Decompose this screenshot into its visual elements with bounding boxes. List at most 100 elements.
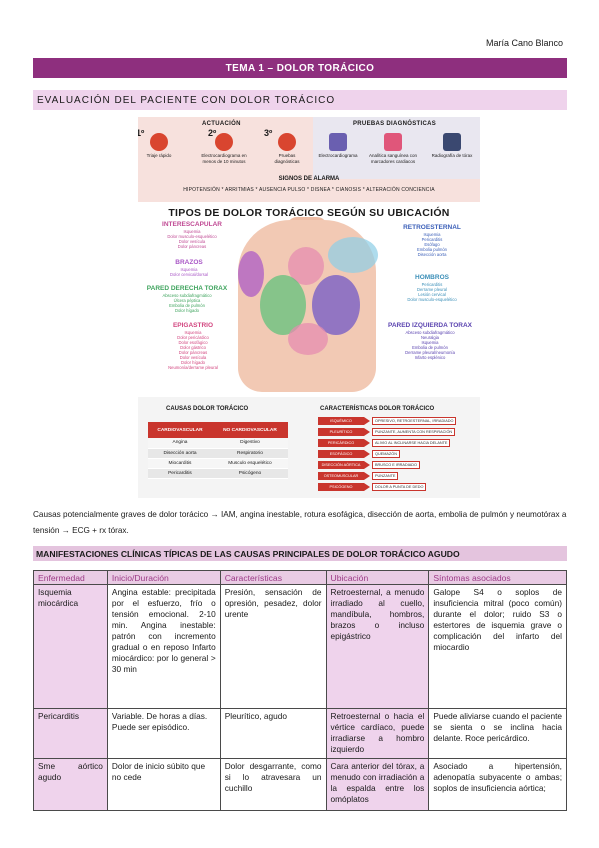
region-title: INTERESCAPULAR: [162, 221, 222, 228]
prueba-ecg: Electrocardiograma: [316, 133, 360, 159]
table-cell: Dolor de inicio súbito que no cede: [106, 758, 221, 811]
region-retroesternal: RETROESTERNAL Isquemia Pericarditis Esóf…: [386, 224, 478, 257]
step-number: 2º: [208, 128, 217, 138]
table-cell: Galope S4 o soplos de insuficiencia mitr…: [428, 584, 567, 709]
region-title: BRAZOS: [175, 259, 203, 266]
prueba-label: Analítica sanguínea con marcadores cardi…: [368, 153, 418, 164]
step-label: Electrocardiograma en menos de 10 minuto…: [201, 153, 247, 164]
region-title: EPIGASTRIO: [172, 322, 214, 329]
table-cell: Asociado a hipertensión, adenopatía suby…: [428, 758, 567, 811]
prueba-radiografia: Radiografía de tórax: [428, 133, 476, 159]
blob-brazos: [238, 251, 264, 297]
caracteristica-row: PERICÁRDICO ALIVIO AL INCLINARSE HACIA DE…: [318, 439, 470, 447]
arrow-right-icon: [364, 450, 370, 458]
alarm-title: SIGNOS DE ALARMA: [278, 176, 340, 182]
caracteristica-tag: ISQUÉMICO: [318, 417, 364, 425]
region-item: Infarto esplénico: [414, 355, 446, 360]
heart-monitor-icon: [215, 133, 233, 151]
causas-header: NO CARDIOVASCULAR: [211, 422, 288, 438]
column-header: Inicio/Duración: [106, 570, 221, 585]
region-item: Pericarditis: [421, 237, 443, 242]
region-epigastrio: EPIGASTRIO Isquemia Dolor pericárdico Do…: [158, 322, 228, 370]
region-item: Dolor páncreas: [178, 350, 208, 355]
region-item: Dolor páncreas: [177, 244, 207, 249]
caracteristica-row: PSICÓGENO DOLOR A PUNTA DE DEDO: [318, 483, 470, 491]
table-cell: Retroesternal o hacia el vértice cardíac…: [325, 708, 430, 759]
blob-epigastrio: [288, 323, 328, 355]
causas-cell: Angina: [148, 438, 212, 449]
table-cell: Pericarditis: [33, 708, 108, 759]
step-number: 1º: [138, 128, 145, 138]
region-item: Dolor esofágico: [178, 340, 208, 345]
caracteristica-row: DISECCIÓN AÓRTICA BRUSCO E IRRADIADO: [318, 461, 470, 469]
step-label: Pruebas diagnósticas: [274, 153, 300, 164]
table-cell: Pleurítico, agudo: [219, 708, 327, 759]
step-label: Triaje rápido: [146, 153, 172, 158]
manifestations-table: Enfermedad Inicio/Duración Característic…: [33, 570, 567, 811]
step-number: 3º: [264, 128, 273, 138]
region-item: Úlcera péptica: [173, 298, 201, 303]
region-interescapular: INTERESCAPULAR Isquemia Dolor musculo-es…: [150, 221, 234, 249]
actuacion-title: ACTUACIÓN: [202, 121, 241, 127]
flask-icon: [278, 133, 296, 151]
region-item: Isquemia: [421, 340, 439, 345]
region-item: Neumonía/derrame pleural: [168, 365, 218, 370]
caracteristica-tag: PSICÓGENO: [318, 483, 364, 491]
table-row: Sme aórtico agudo Dolor de inicio súbito…: [33, 758, 567, 811]
caracteristica-tag: PERICÁRDICO: [318, 439, 364, 447]
arrow-right-icon: [364, 439, 370, 447]
region-item: Dolor cervical/dorsal: [170, 272, 208, 277]
region-item: Dolor musculo-esquelético: [167, 234, 217, 239]
region-item: Esófago: [424, 242, 440, 247]
caracteristica-tag: PLEURÍTICO: [318, 428, 364, 436]
region-title: RETROESTERNAL: [403, 224, 461, 231]
region-title: PARED IZQUIERDA TORAX: [387, 322, 473, 329]
region-item: Absceso subdiafragmático: [162, 293, 212, 298]
prueba-label: Radiografía de tórax: [431, 153, 473, 158]
region-item: Neuralgia: [421, 335, 439, 340]
table-cell: Angina estable: precipitada por el esfue…: [106, 584, 221, 709]
table-cell: Puede aliviarse cuando el paciente se si…: [428, 708, 567, 759]
table-cell: Variable. De horas a días. Puede ser epi…: [106, 708, 221, 759]
causas-cell: Psicógeno: [211, 468, 288, 479]
column-header: Ubicación: [325, 570, 430, 585]
causes-paragraph: Causas potencialmente graves de dolor to…: [33, 510, 567, 535]
region-item: Disección aorta: [417, 252, 447, 257]
region-item: Dolor gástrico: [180, 345, 206, 350]
region-item: Pericarditis: [421, 282, 443, 287]
table-cell: Dolor desgarrante, como si lo atravesara…: [219, 758, 327, 811]
column-header: Características: [219, 570, 327, 585]
alarm-signs: HIPOTENSIÓN * ARRITMIAS * AUSENCIA PULSO…: [183, 187, 435, 193]
prueba-analitica: Analítica sanguínea con marcadores cardi…: [364, 133, 422, 164]
caracteristica-tag: DISECCIÓN AÓRTICA: [318, 461, 364, 469]
table-cell: Retroesternal, a menudo irradiado al cue…: [325, 584, 430, 709]
region-brazos: BRAZOS Isquemia Dolor cervical/dorsal: [154, 259, 224, 277]
region-item: Isquemia: [184, 330, 202, 335]
causas-cell: Respiratorio: [211, 448, 288, 459]
causas-cell: Pericarditis: [148, 468, 212, 479]
step-triaje: 1º Triaje rápido: [138, 129, 176, 159]
blob-hombros: [328, 237, 378, 273]
author-name: María Cano Blanco: [485, 38, 563, 48]
causas-cell: Musculo esquelético: [211, 458, 288, 469]
blob-pared-izquierda: [312, 275, 360, 335]
arrow-right-icon: [364, 483, 370, 491]
caracteristica-desc: ALIVIO AL INCLINARSE HACIA DELANTE: [372, 439, 451, 447]
caracteristica-desc: QUEMAZÓN: [372, 450, 400, 458]
region-item: Isquemia: [423, 232, 441, 237]
table-cell: Isquemia miocárdica: [33, 584, 108, 709]
blood-tube-icon: [384, 133, 402, 151]
section-title: EVALUACIÓN DEL PACIENTE CON DOLOR TORÁCI…: [33, 90, 567, 110]
caracteristica-desc: BRUSCO E IRRADIADO: [372, 461, 420, 469]
region-item: Dolor vesícula: [178, 239, 206, 244]
table-row: Isquemia miocárdica Angina estable: prec…: [33, 584, 567, 709]
caracteristica-desc: PUNZANTE: [372, 472, 399, 480]
column-header: Síntomas asociados: [428, 570, 567, 585]
caracteristica-desc: DOLOR A PUNTA DE DEDO: [372, 483, 427, 491]
region-item: Embolia pulmón: [416, 247, 448, 252]
xray-icon: [443, 133, 461, 151]
